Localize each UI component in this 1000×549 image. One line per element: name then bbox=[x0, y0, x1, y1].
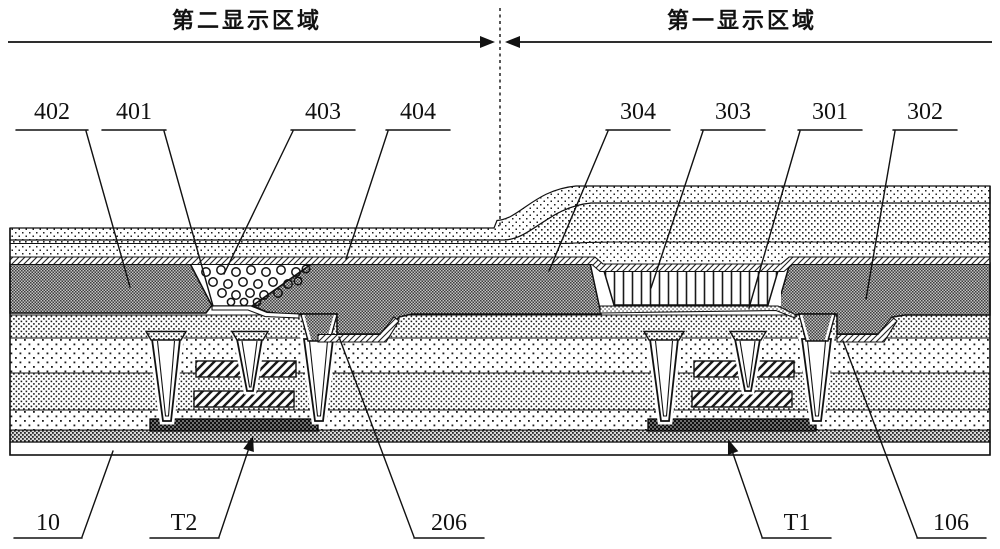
leader-304 bbox=[548, 130, 609, 272]
t1-via-right-inner bbox=[806, 340, 827, 417]
dark-funnel-t1-walls bbox=[799, 314, 835, 341]
t1-via-mid-inner bbox=[739, 340, 756, 388]
top-reference-labels: 402 401 403 404 304 303 301 302 bbox=[15, 99, 958, 309]
t2-via-right-inner bbox=[308, 340, 329, 417]
label-403: 403 bbox=[305, 99, 341, 125]
label-304: 304 bbox=[620, 99, 656, 125]
region-arrow-right-head bbox=[505, 36, 520, 48]
leader-302 bbox=[865, 130, 896, 300]
bottom-reference-labels: 10 T2 206 T1 106 bbox=[13, 336, 987, 539]
layer-substrate-10 bbox=[9, 441, 991, 456]
leader-t1 bbox=[729, 444, 763, 538]
header: 第二显示区域 第一显示区域 bbox=[8, 8, 992, 226]
label-404: 404 bbox=[400, 99, 436, 125]
leader-404 bbox=[345, 130, 389, 260]
t1-contact-cap-mid bbox=[728, 330, 768, 341]
region-arrow-left-head bbox=[480, 36, 495, 48]
t1-active-bar bbox=[647, 418, 817, 432]
region-label-second: 第二显示区域 bbox=[172, 8, 322, 34]
leader-t1-arrowhead bbox=[727, 439, 739, 455]
label-206: 206 bbox=[431, 510, 467, 536]
label-t2: T2 bbox=[171, 510, 198, 536]
t1-contact-cap-left bbox=[642, 330, 686, 341]
tft-t1 bbox=[642, 330, 835, 432]
t2-active-bar bbox=[149, 418, 319, 432]
t2-electrode-right bbox=[257, 360, 297, 378]
t2-contact-cap-left bbox=[144, 330, 188, 341]
leader-106 bbox=[842, 340, 918, 538]
t2-via-left-inner bbox=[156, 340, 176, 417]
t1-electrode-right bbox=[755, 360, 795, 378]
t2-contact-cap-mid bbox=[230, 330, 270, 341]
t1-via-left-inner bbox=[654, 340, 674, 417]
leader-303 bbox=[650, 130, 704, 289]
leader-403 bbox=[223, 130, 294, 275]
label-401: 401 bbox=[116, 99, 152, 125]
label-10: 10 bbox=[36, 510, 60, 536]
label-302: 302 bbox=[907, 99, 943, 125]
leader-10 bbox=[81, 450, 114, 538]
leader-301 bbox=[748, 130, 801, 309]
label-402: 402 bbox=[34, 99, 70, 125]
region-label-first: 第一显示区域 bbox=[667, 8, 817, 34]
layer-buffer-band bbox=[9, 429, 991, 443]
scatter-trapezoid-403 bbox=[188, 262, 315, 307]
leader-t2-arrowhead bbox=[243, 436, 254, 452]
scatter-particles bbox=[201, 264, 311, 307]
tft-t2 bbox=[144, 330, 337, 432]
label-106: 106 bbox=[933, 510, 969, 536]
anode-strip-301 bbox=[599, 305, 796, 319]
label-303: 303 bbox=[715, 99, 751, 125]
leader-401 bbox=[163, 130, 214, 307]
t2-via-mid-inner bbox=[241, 340, 258, 388]
via-lining-strip-206 bbox=[317, 316, 400, 343]
dark-funnel-t1 bbox=[798, 313, 836, 342]
label-t1: T1 bbox=[784, 510, 811, 536]
label-301: 301 bbox=[812, 99, 848, 125]
leader-t2 bbox=[218, 441, 252, 538]
t1-electrode-left bbox=[693, 360, 743, 378]
leader-206 bbox=[338, 336, 415, 538]
via-lining-strip-106 bbox=[836, 316, 898, 343]
leader-402 bbox=[85, 130, 131, 288]
t2-electrode-left bbox=[195, 360, 245, 378]
panel-outline bbox=[9, 186, 991, 456]
anode-strip-401 bbox=[211, 305, 300, 319]
